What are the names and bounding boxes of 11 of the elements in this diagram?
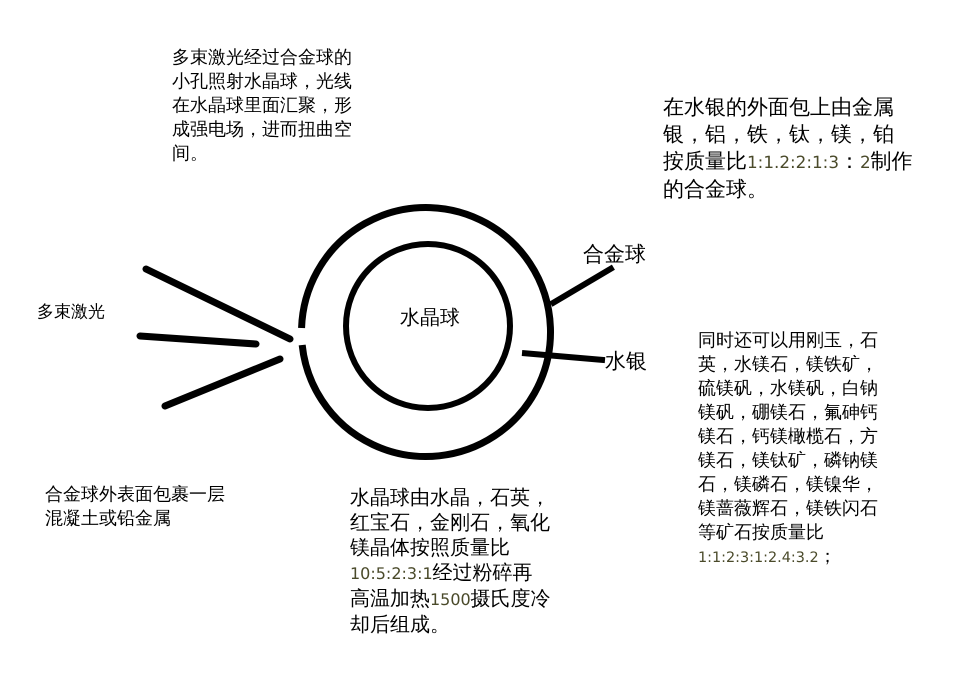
part-label: 水银 <box>605 349 647 374</box>
part-label: 合金球 <box>583 242 646 268</box>
annotation-text: 多束激光经过合金球的小孔照射水晶球，光线在水晶球里面汇聚，形成强电场，进而扭曲空间。 <box>172 46 353 166</box>
annotation-text: 在水银的外面包上由金属银，铝，铁，钛，镁，铂按质量比1:1.2:2:1:3：2制作的合金球。 <box>663 94 914 203</box>
annotation-text: 同时还可以用刚玉，石英，水镁石，镁铁矿，硫镁矾，水镁矾，白钠镁矾，硼镁石，氟砷钙镁石，钙镁橄榄石，方镁石，镁钛矿，磷钠镁石，镁磷石，镁镍华，镁蔷薇辉石，镁铁闪石等矿石按质量比1:1:2:3:1:2.4:3.2； <box>698 329 879 569</box>
annotation-text: 水晶球由水晶，石英，红宝石，金刚石，氧化镁晶体按照质量比10:5:2:3:1经过粉碎再高温加热1500摄氏度冷却后组成。 <box>350 485 552 637</box>
leader-line <box>522 350 606 364</box>
annotation-text: 合金球外表面包裹一层混凝土或铅金属 <box>45 483 226 531</box>
part-label: 水晶球 <box>400 305 460 329</box>
leader-line <box>549 264 615 307</box>
part-label: 多束激光 <box>37 301 105 323</box>
